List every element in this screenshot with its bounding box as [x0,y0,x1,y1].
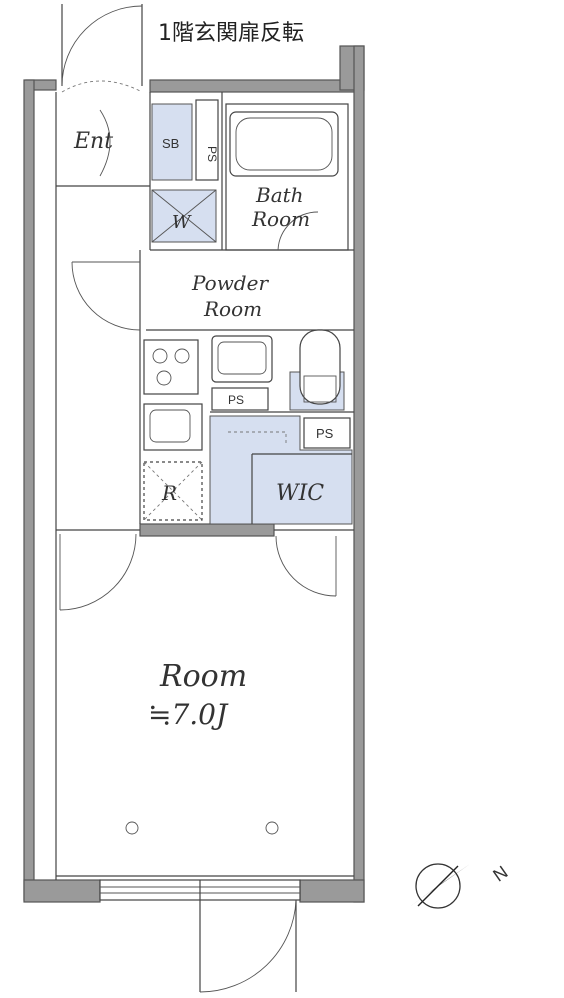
entrance-door-note: 1階玄関扉反転 [158,21,304,46]
fridge-label: R [161,481,177,505]
entrance-label: Ent [73,129,113,154]
outlet-left [125,821,139,835]
toilet [299,329,341,405]
wic-label: WIC [276,481,324,506]
bathtub [229,111,339,177]
kitchen-sink [143,403,203,451]
bath-label-2: Room [251,207,310,231]
pipe-space-sink-label: PS [228,393,244,407]
pipe-space-top [195,99,219,181]
main-room-door-left [59,533,137,611]
outer-walls [23,45,365,903]
vanity-sink [211,335,273,383]
main-room-size: ≒7.0J [148,698,229,731]
powder-label-1: Powder [191,271,269,295]
powder-label-2: Room [203,297,262,321]
shoe-box-label: SB [162,136,179,151]
pipe-space-right-label: PS [316,426,334,441]
balcony-door [199,899,297,993]
interior-lines [55,92,354,880]
kitchen-stove [143,339,199,395]
entrance-door [61,4,143,93]
main-room-label: Room [159,659,247,694]
pipe-space-right [303,417,351,449]
pipe-space-sink [211,387,269,411]
compass [408,863,470,909]
bath-label-1: Bath [255,183,304,207]
walk-in-closet [209,415,353,525]
washer-label: W [172,212,192,233]
entrance-step-curve [99,109,111,177]
outlet-right [265,821,279,835]
window [99,879,301,901]
compass-north-label: N [489,862,511,886]
shoe-box [151,103,193,181]
wic-door [275,535,337,597]
bath-room [225,103,349,251]
bath-door-swing [277,211,319,251]
powder-door-swing [71,261,141,331]
pipe-space-top-label: PS [205,146,219,162]
